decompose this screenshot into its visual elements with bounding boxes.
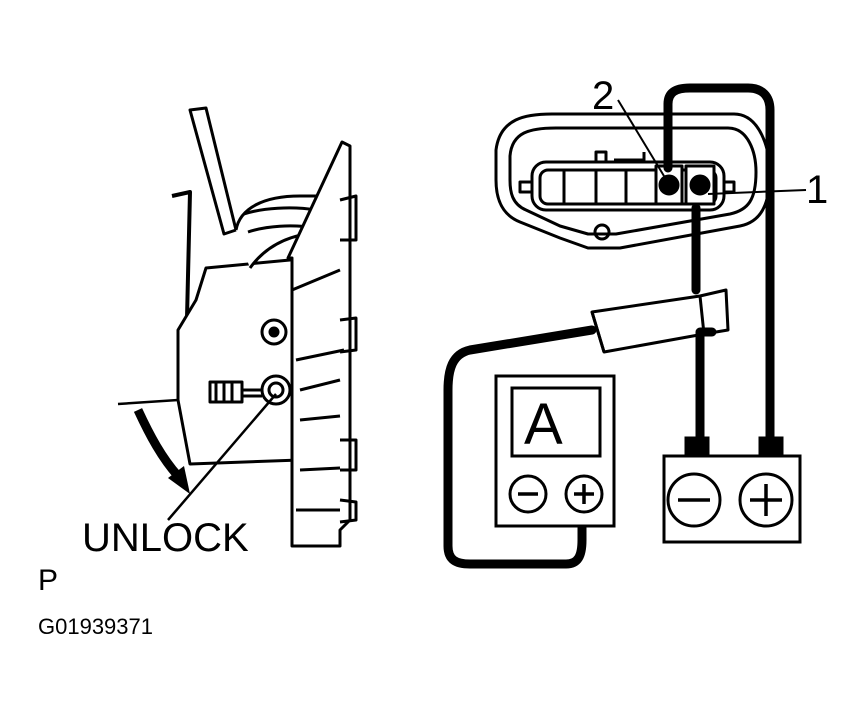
ammeter-display	[510, 386, 602, 458]
test-probe-clip	[590, 288, 730, 354]
leader-2	[617, 99, 665, 177]
minus-circle-icon	[508, 474, 548, 514]
leader-1	[707, 189, 807, 195]
shift-lock-assembly	[117, 106, 358, 548]
minus-circle-icon	[666, 472, 722, 528]
plus-circle-icon	[738, 472, 794, 528]
wire-clip-to-ammeter	[443, 325, 597, 569]
ammeter-unit-label: A	[524, 392, 563, 457]
terminal-1-label: 1	[806, 168, 829, 212]
ammeter	[494, 374, 616, 528]
position-label: P	[38, 564, 59, 597]
wire-clip-to-battery-minus	[695, 327, 717, 445]
wire-terminal2-to-battery-plus	[663, 83, 775, 445]
unlock-label: UNLOCK	[82, 516, 249, 560]
battery	[662, 436, 802, 544]
unlock-leader	[167, 393, 277, 521]
battery-plus-post	[758, 436, 784, 458]
mounting-plate	[286, 140, 352, 548]
connector-plug	[208, 380, 244, 404]
figure-code: G01939371	[38, 614, 153, 639]
shift-lever	[188, 106, 238, 236]
connector-face	[494, 99, 807, 250]
battery-minus-post	[684, 436, 710, 458]
plus-circle-icon	[564, 474, 604, 514]
unlock-direction-arrow	[133, 408, 190, 494]
terminal-2-label: 2	[592, 74, 615, 118]
wires	[443, 83, 775, 569]
